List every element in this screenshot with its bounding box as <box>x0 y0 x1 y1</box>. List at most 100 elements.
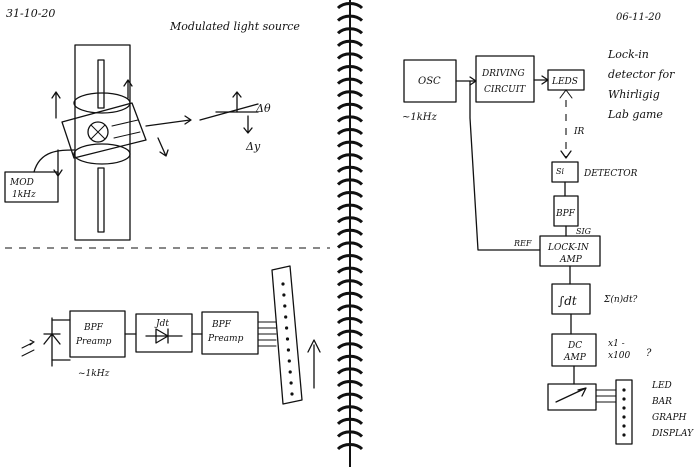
led-dot <box>284 315 288 319</box>
spiral-loop <box>336 27 364 35</box>
display-label-2: BAR <box>651 397 672 407</box>
spiral-loop <box>336 354 364 362</box>
spiral-loop <box>336 14 364 22</box>
led-dot <box>622 433 626 437</box>
bpf-preamp-line1: BPF <box>83 323 104 333</box>
spiral-loop <box>336 77 364 85</box>
spiral-loop <box>336 2 364 10</box>
spiral-loop <box>336 216 364 224</box>
spiral-loop <box>336 153 364 161</box>
osc-to-driver <box>455 76 477 86</box>
spiral-loop <box>336 367 364 375</box>
spiral-loop <box>336 342 364 350</box>
led-dot <box>622 397 626 401</box>
dc-amp-line1: DC <box>567 341 582 351</box>
led-dot <box>281 282 285 286</box>
display-label-3: GRAPH <box>652 413 687 423</box>
led-dot <box>282 293 286 297</box>
integrator-label: ∫dt <box>558 294 577 308</box>
left-title: Modulated light source <box>169 20 300 33</box>
led-dot <box>622 388 626 392</box>
ref-label: REF <box>513 239 532 248</box>
detector-label: DETECTOR <box>583 169 638 179</box>
bpf-preamp-line2: Preamp <box>75 337 112 347</box>
spiral-loop <box>336 405 364 413</box>
bus-wires <box>257 321 277 347</box>
ir-label: IR <box>573 127 585 137</box>
spiral-loop <box>336 90 364 98</box>
spiral-loop <box>336 102 364 110</box>
spiral-loop <box>336 241 364 249</box>
led-dot <box>283 304 287 308</box>
title-line-4: Lab game <box>607 108 663 121</box>
led-dot <box>290 392 294 396</box>
lock-in-amp-box: LOCK-IN AMP <box>539 235 601 267</box>
led-dot <box>285 337 290 341</box>
gain-note-1: x1 - <box>608 339 625 349</box>
spiral-loop <box>336 317 364 325</box>
led-dot <box>289 381 293 385</box>
bargraph-driver-box <box>547 383 597 411</box>
spiral-loop <box>336 178 364 186</box>
spiral-loop <box>336 52 364 60</box>
delta-theta-label: Δθ <box>255 102 271 115</box>
photodiode-symbol <box>21 317 71 367</box>
spiral-loop <box>336 39 364 47</box>
spiral-loop <box>336 380 364 388</box>
bpf-label: BPF <box>555 209 576 219</box>
bpf-preamp-box-2: BPF Preamp <box>201 311 259 355</box>
bpf-preamp2-line2: Preamp <box>207 334 244 344</box>
led-dot <box>285 326 289 330</box>
motion-arrows <box>51 79 169 177</box>
gain-note-3: ? <box>646 348 652 359</box>
title-line-1: Lock-in <box>607 48 649 61</box>
spiral-loop <box>336 140 364 148</box>
lockin-line1: LOCK-IN <box>547 243 590 253</box>
mod-box-line2: 1kHz <box>12 190 36 200</box>
right-page: 06-11-20 Lock-in detector for Whirligig … <box>402 12 694 445</box>
rectifier-box: Jdt <box>135 313 193 353</box>
driving-circuit-line2: CIRCUIT <box>484 85 526 95</box>
spiral-loop <box>336 291 364 299</box>
led-dot <box>287 359 291 363</box>
spiral-loop <box>336 392 364 400</box>
spiral-loop <box>336 266 364 274</box>
lockin-line2: AMP <box>559 255 583 265</box>
driving-circuit-box: DRIVING CIRCUIT <box>475 55 535 103</box>
led-bar-strip <box>271 265 321 405</box>
led-dot <box>622 424 626 428</box>
osc-freq: ~1kHz <box>402 112 438 123</box>
right-date: 06-11-20 <box>616 12 662 23</box>
title-line-3: Whirligig <box>608 88 660 101</box>
led-dot <box>286 348 290 352</box>
spiral-loop <box>336 254 364 262</box>
spiral-loop <box>336 165 364 173</box>
spiral-loop <box>336 191 364 199</box>
detector-box: Si DETECTOR <box>551 161 638 183</box>
angle-indicator: Δθ Δy <box>199 91 271 153</box>
left-page: 31-10-20 Modulated light source <box>4 7 330 405</box>
spiral-loop <box>336 304 364 312</box>
integrator-note: Σ(n)dt? <box>603 294 638 305</box>
display-label-4: DISPLAY <box>651 429 694 439</box>
spiral-loop <box>336 203 364 211</box>
title-line-2: detector for <box>608 68 675 81</box>
driver-bus <box>595 389 617 403</box>
driver-to-leds <box>533 75 549 85</box>
dc-amp-box: DC AMP x1 - x100 ? <box>551 333 652 367</box>
light-source-head <box>61 92 192 165</box>
led-display: LED BAR GRAPH DISPLAY <box>615 379 694 445</box>
bpf-box: BPF <box>553 195 579 227</box>
reference-wire <box>469 80 541 251</box>
bpf-preamp2-line1: BPF <box>211 320 232 330</box>
spiral-loop <box>336 430 364 438</box>
bpf-preamp-box: BPF Preamp ~1kHz <box>69 310 126 379</box>
rail-sketch <box>74 44 131 241</box>
spiral-loop <box>336 115 364 123</box>
spiral-binding <box>336 0 364 467</box>
spiral-loop <box>336 329 364 337</box>
rectifier-label: Jdt <box>154 319 169 329</box>
spiral-loop <box>336 443 364 451</box>
led-dot <box>288 370 292 374</box>
